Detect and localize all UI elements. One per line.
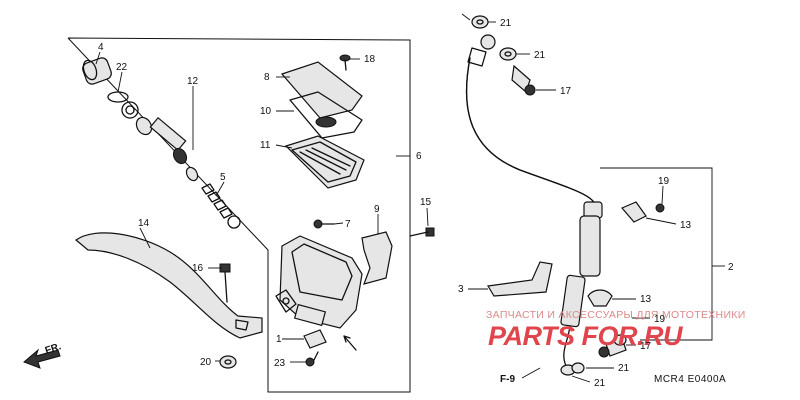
piston-kit-drawing [82, 57, 241, 229]
pivot-bolt-16-drawing [219, 263, 231, 303]
callout-18: 18 [364, 54, 376, 65]
callout-11: 11 [260, 140, 271, 151]
stay-3-drawing [487, 261, 553, 297]
diagram-code: MCR4 E0400A [654, 374, 726, 385]
callout-22: 22 [116, 62, 128, 73]
callout-2: 2 [728, 262, 734, 273]
screw-7-drawing [313, 219, 335, 229]
callout-5: 5 [220, 172, 226, 183]
reservoir-cap-drawing [280, 61, 365, 189]
callout-21-a: 21 [500, 18, 512, 29]
leader-lines [95, 13, 677, 383]
callout-4: 4 [98, 42, 104, 53]
callout-17-a: 17 [560, 86, 572, 97]
lower-bolt-17-drawing [571, 334, 627, 374]
callout-20: 20 [200, 357, 212, 368]
callout-1: 1 [276, 334, 282, 345]
callout-23: 23 [274, 358, 286, 369]
reference-code: F-9 [500, 374, 515, 385]
bolt-15-drawing [409, 227, 435, 237]
screw-18-drawing [339, 54, 351, 71]
front-arrow-label: FR. [44, 341, 63, 357]
clamp-13-lower-drawing [587, 289, 613, 307]
hose-assembly-frame [600, 167, 713, 341]
callout-14: 14 [138, 218, 150, 229]
watermark-logo: PARTS FOR.RU [488, 321, 684, 351]
switch-1-drawing [303, 329, 327, 367]
holder-9-drawing [361, 231, 393, 285]
callout-13-b: 13 [640, 294, 652, 305]
brake-lever-drawing [75, 232, 263, 339]
callout-8: 8 [264, 72, 270, 83]
callout-7: 7 [345, 219, 351, 230]
callout-3: 3 [458, 284, 464, 295]
callout-19-b: 19 [654, 314, 666, 325]
callout-19-a: 19 [658, 176, 670, 187]
nut-20-drawing [219, 355, 237, 369]
callout-21-d: 21 [594, 378, 606, 389]
callout-12: 12 [187, 76, 199, 87]
front-direction-arrow [23, 348, 61, 369]
callout-10: 10 [260, 106, 272, 117]
watermark-tagline: ЗАПЧАСТИ И АКСЕССУАРЫ ДЛЯ МОТОТЕХНИКИ [486, 309, 746, 321]
callout-9: 9 [374, 204, 380, 215]
callout-6: 6 [416, 151, 422, 162]
callout-16: 16 [192, 263, 204, 274]
clamp-13-upper-drawing [621, 201, 665, 223]
callout-21-b: 21 [534, 50, 546, 61]
callout-13-a: 13 [680, 220, 692, 231]
hose-top-fittings-drawing [467, 15, 536, 96]
callout-15: 15 [420, 197, 432, 208]
callout-21-c: 21 [618, 363, 630, 374]
assembly-arrow [343, 335, 357, 351]
master-cylinder-kit-frame [67, 37, 411, 393]
master-cylinder-body-drawing [275, 235, 363, 329]
callout-17-b: 17 [640, 341, 652, 352]
